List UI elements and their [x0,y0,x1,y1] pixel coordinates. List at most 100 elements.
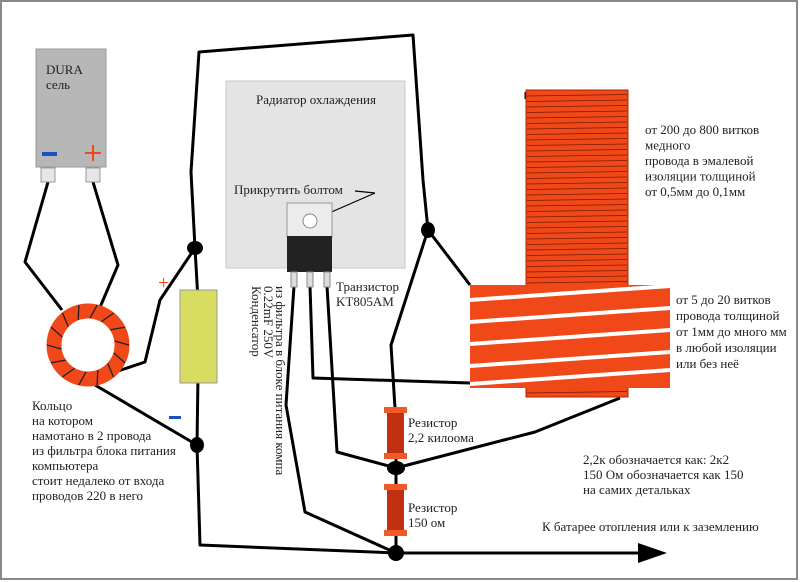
winding-line [526,132,628,135]
capacitor-label: Конденсатор 0.22mF 250V из фильтра в бло… [249,286,288,475]
resistor-2k2 [384,407,407,459]
winding-line [526,391,628,394]
text-line: от 200 до 800 витков [645,122,759,137]
winding-line [526,275,628,278]
winding-stripe [469,306,671,324]
winding-mark [46,344,62,350]
svg-text:Конденсатор: Конденсатор [249,286,264,357]
bolt-hole [302,213,318,229]
wire-cap-bottom [195,374,397,555]
text-line: от 5 до 20 витков [676,292,771,307]
text-line: провода толщиной [676,308,780,323]
transistor-model: KT805AM [336,294,394,309]
minus-sign-icon [42,152,57,156]
winding-line [526,110,628,113]
wire-ring-bottom [94,383,198,447]
transistor-label: Транзистор [336,279,399,294]
winding-line [526,94,628,97]
winding-mark [107,363,115,378]
wire-node-to-resistor [389,229,430,409]
winding-mark [96,370,99,386]
ground-label: К батарее отопления или к заземлению [542,519,759,534]
svg-text:0.22mF 250V: 0.22mF 250V [261,286,276,359]
ground-arrow-head [638,543,667,563]
minus-label-icon [169,416,181,419]
plus-sign-icon [85,145,101,161]
winding-mark [50,326,63,338]
battery-terminal-plus [85,167,101,183]
text-line: на самих детальках [583,482,691,497]
transistor [286,202,333,288]
winding-line [526,270,628,273]
winding-line [526,231,628,234]
text-line: изоляции толщиной [645,169,756,184]
winding-mark [101,312,114,323]
wire-coil-to-mid [395,396,621,470]
winding-line [526,259,628,262]
winding-line [526,193,628,196]
winding-line [526,143,628,146]
wire-node-to-coil [426,229,472,286]
winding-mark [61,312,69,327]
winding-line [526,264,628,267]
text-line: проводов 220 в него [32,488,143,503]
text-line: от 1мм до много мм [676,324,787,339]
wire-ring-to-node [114,247,197,374]
text-line: намотано в 2 провода [32,428,151,443]
text-line: 2,2к обозначается как: 2к2 [583,452,729,467]
winding-line [526,226,628,229]
wires [23,33,667,563]
winding-line [526,116,628,119]
text-line: Кольцо [32,398,72,413]
plus-label: + [158,272,169,294]
battery-brand2: сель [46,77,70,92]
secondary-coil [469,284,671,388]
winding-mark [77,304,80,320]
winding-line [526,127,628,130]
resistor-150 [384,484,407,536]
resistor1-value: 2,2 килоома [408,430,474,445]
winding-line [526,138,628,141]
capacitor [179,289,218,384]
winding-line [526,198,628,201]
text-line: на котором [32,413,93,428]
junction-nodes [187,222,435,561]
winding-line [526,204,628,207]
winding-mark [89,304,98,319]
winding-line [526,165,628,168]
winding-line [526,160,628,163]
winding-line [526,215,628,218]
radiator-label: Радиатор охлаждения [256,92,376,107]
winding-mark [110,326,126,331]
winding-line [526,237,628,240]
winding-line [526,209,628,212]
winding-line [526,248,628,251]
text-line: 150 Ом обозначается как 150 [583,467,743,482]
winding-line [526,121,628,124]
winding-stripe [469,368,671,386]
winding-mark [50,359,66,364]
winding-line [526,187,628,190]
wire-leg-left [284,285,397,555]
text-line: стоит недалеко от входа [32,473,165,488]
winding-stripe [469,350,671,368]
bolt-label: Прикрутить болтом [234,182,343,197]
text-line: компьютера [32,458,99,473]
winding-mark [78,371,87,386]
text-line: в любой изоляции [676,340,777,355]
winding-mark [62,367,75,378]
svg-text:из фильтра в блоке питания ком: из фильтра в блоке питания компа [273,286,288,475]
bolt-pointer [354,190,376,194]
winding-line [526,154,628,157]
wire-battery-plus [91,181,120,313]
winding-line [526,105,628,108]
resistor1-label: Резистор [408,415,457,430]
winding-line [526,182,628,185]
winding-stripe [469,284,671,302]
